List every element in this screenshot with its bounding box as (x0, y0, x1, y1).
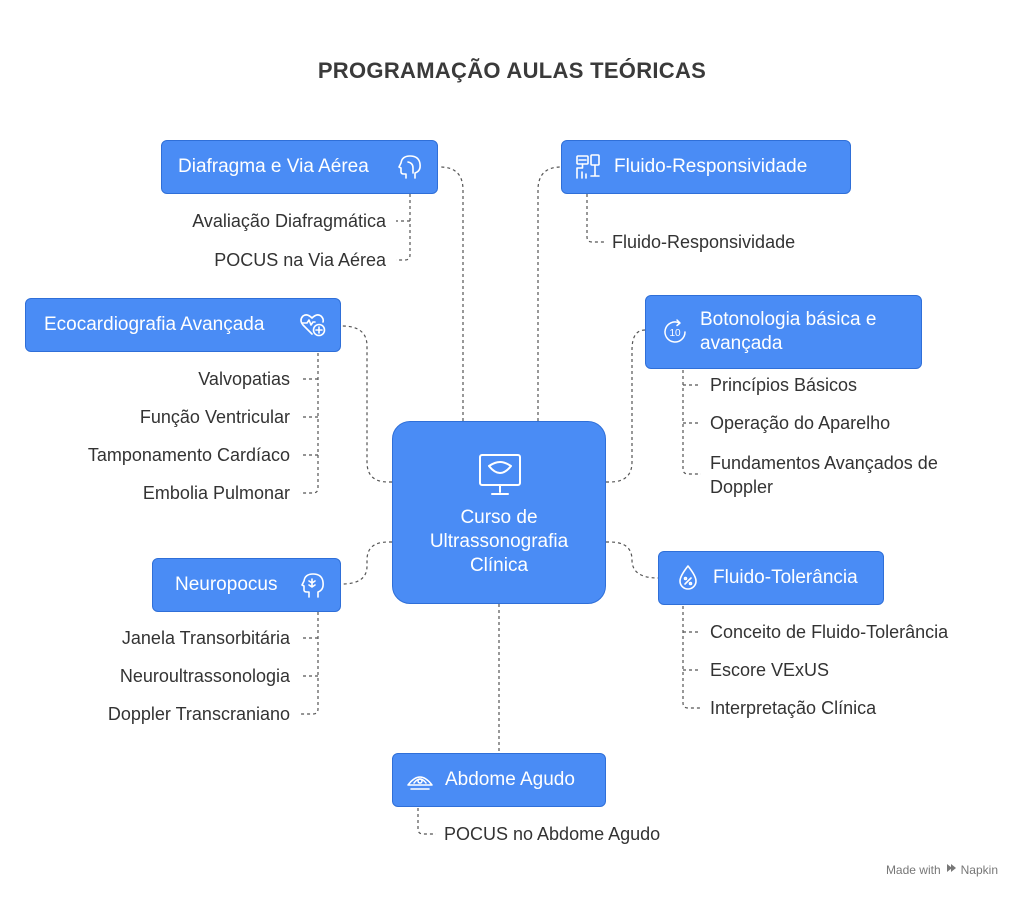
brain-head-icon (298, 570, 328, 600)
head-airway-icon (395, 152, 425, 182)
list-item: Janela Transorbitária (121, 628, 290, 648)
topic-abdome-agudo[interactable]: Abdome Agudo (392, 753, 606, 807)
list-item: Interpretação Clínica (710, 698, 877, 718)
topic-label: Fluido-Responsividade (614, 156, 808, 177)
list-item: Princípios Básicos (710, 375, 858, 395)
ultrasound-scan-icon (405, 765, 435, 795)
credit-brand: Napkin (960, 862, 998, 877)
timer-10-icon: 10 (660, 317, 690, 347)
list-item: POCUS na Via Aérea (214, 250, 386, 270)
credit-prefix: Made with (885, 862, 941, 877)
list-item: Fundamentos Avançados de Doppler (710, 453, 938, 497)
center-node[interactable]: Curso de Ultrassonografia Clínica (392, 421, 606, 604)
drop-percent-icon (673, 563, 703, 593)
iv-fluid-icon (574, 152, 604, 182)
topic-label: Ecocardiografia Avançada (44, 314, 265, 335)
topic-ecocardiografia[interactable]: Ecocardiografia Avançada (25, 298, 341, 352)
napkin-credit[interactable]: Made with Napkin (886, 862, 998, 877)
ultrasound-monitor-icon (475, 450, 525, 500)
list-item: Embolia Pulmonar (142, 483, 290, 503)
list-item: Conceito de Fluido-Tolerância (710, 622, 949, 642)
heart-plus-icon (298, 310, 328, 340)
topic-label: Abdome Agudo (445, 769, 575, 790)
topic-label: Fluido-Tolerância (713, 567, 858, 588)
topic-diafragma[interactable]: Diafragma e Via Aérea (161, 140, 438, 194)
list-item: Doppler Transcraniano (107, 704, 290, 724)
list-item: Avaliação Diafragmática (192, 211, 386, 231)
topic-neuropocus[interactable]: Neuropocus (152, 558, 341, 612)
topic-fluido-tolerancia[interactable]: Fluido-Tolerância (658, 551, 884, 605)
page-title: PROGRAMAÇÃO AULAS TEÓRICAS (317, 58, 707, 83)
topic-fluido-responsividade[interactable]: Fluido-Responsividade (561, 140, 851, 194)
center-label: Curso de Ultrassonografia Clínica (429, 507, 569, 576)
topic-label: Diafragma e Via Aérea (178, 156, 369, 177)
topic-label: Botonologia básica e avançada (700, 309, 877, 354)
list-item: Tamponamento Cardíaco (87, 445, 290, 465)
svg-text:10: 10 (669, 328, 681, 339)
list-item: POCUS no Abdome Agudo (444, 824, 661, 844)
list-item: Escore VExUS (710, 660, 830, 680)
list-item: Neuroultrassonologia (119, 666, 290, 686)
topic-botonologia[interactable]: 10 Botonologia básica e avançada (645, 295, 922, 369)
list-item: Operação do Aparelho (710, 413, 891, 433)
napkin-logo-icon (945, 862, 957, 877)
list-item: Função Ventricular (139, 407, 290, 427)
list-item: Fluido-Responsividade (612, 232, 796, 252)
list-item: Valvopatias (198, 369, 290, 389)
topic-label: Neuropocus (175, 574, 278, 595)
